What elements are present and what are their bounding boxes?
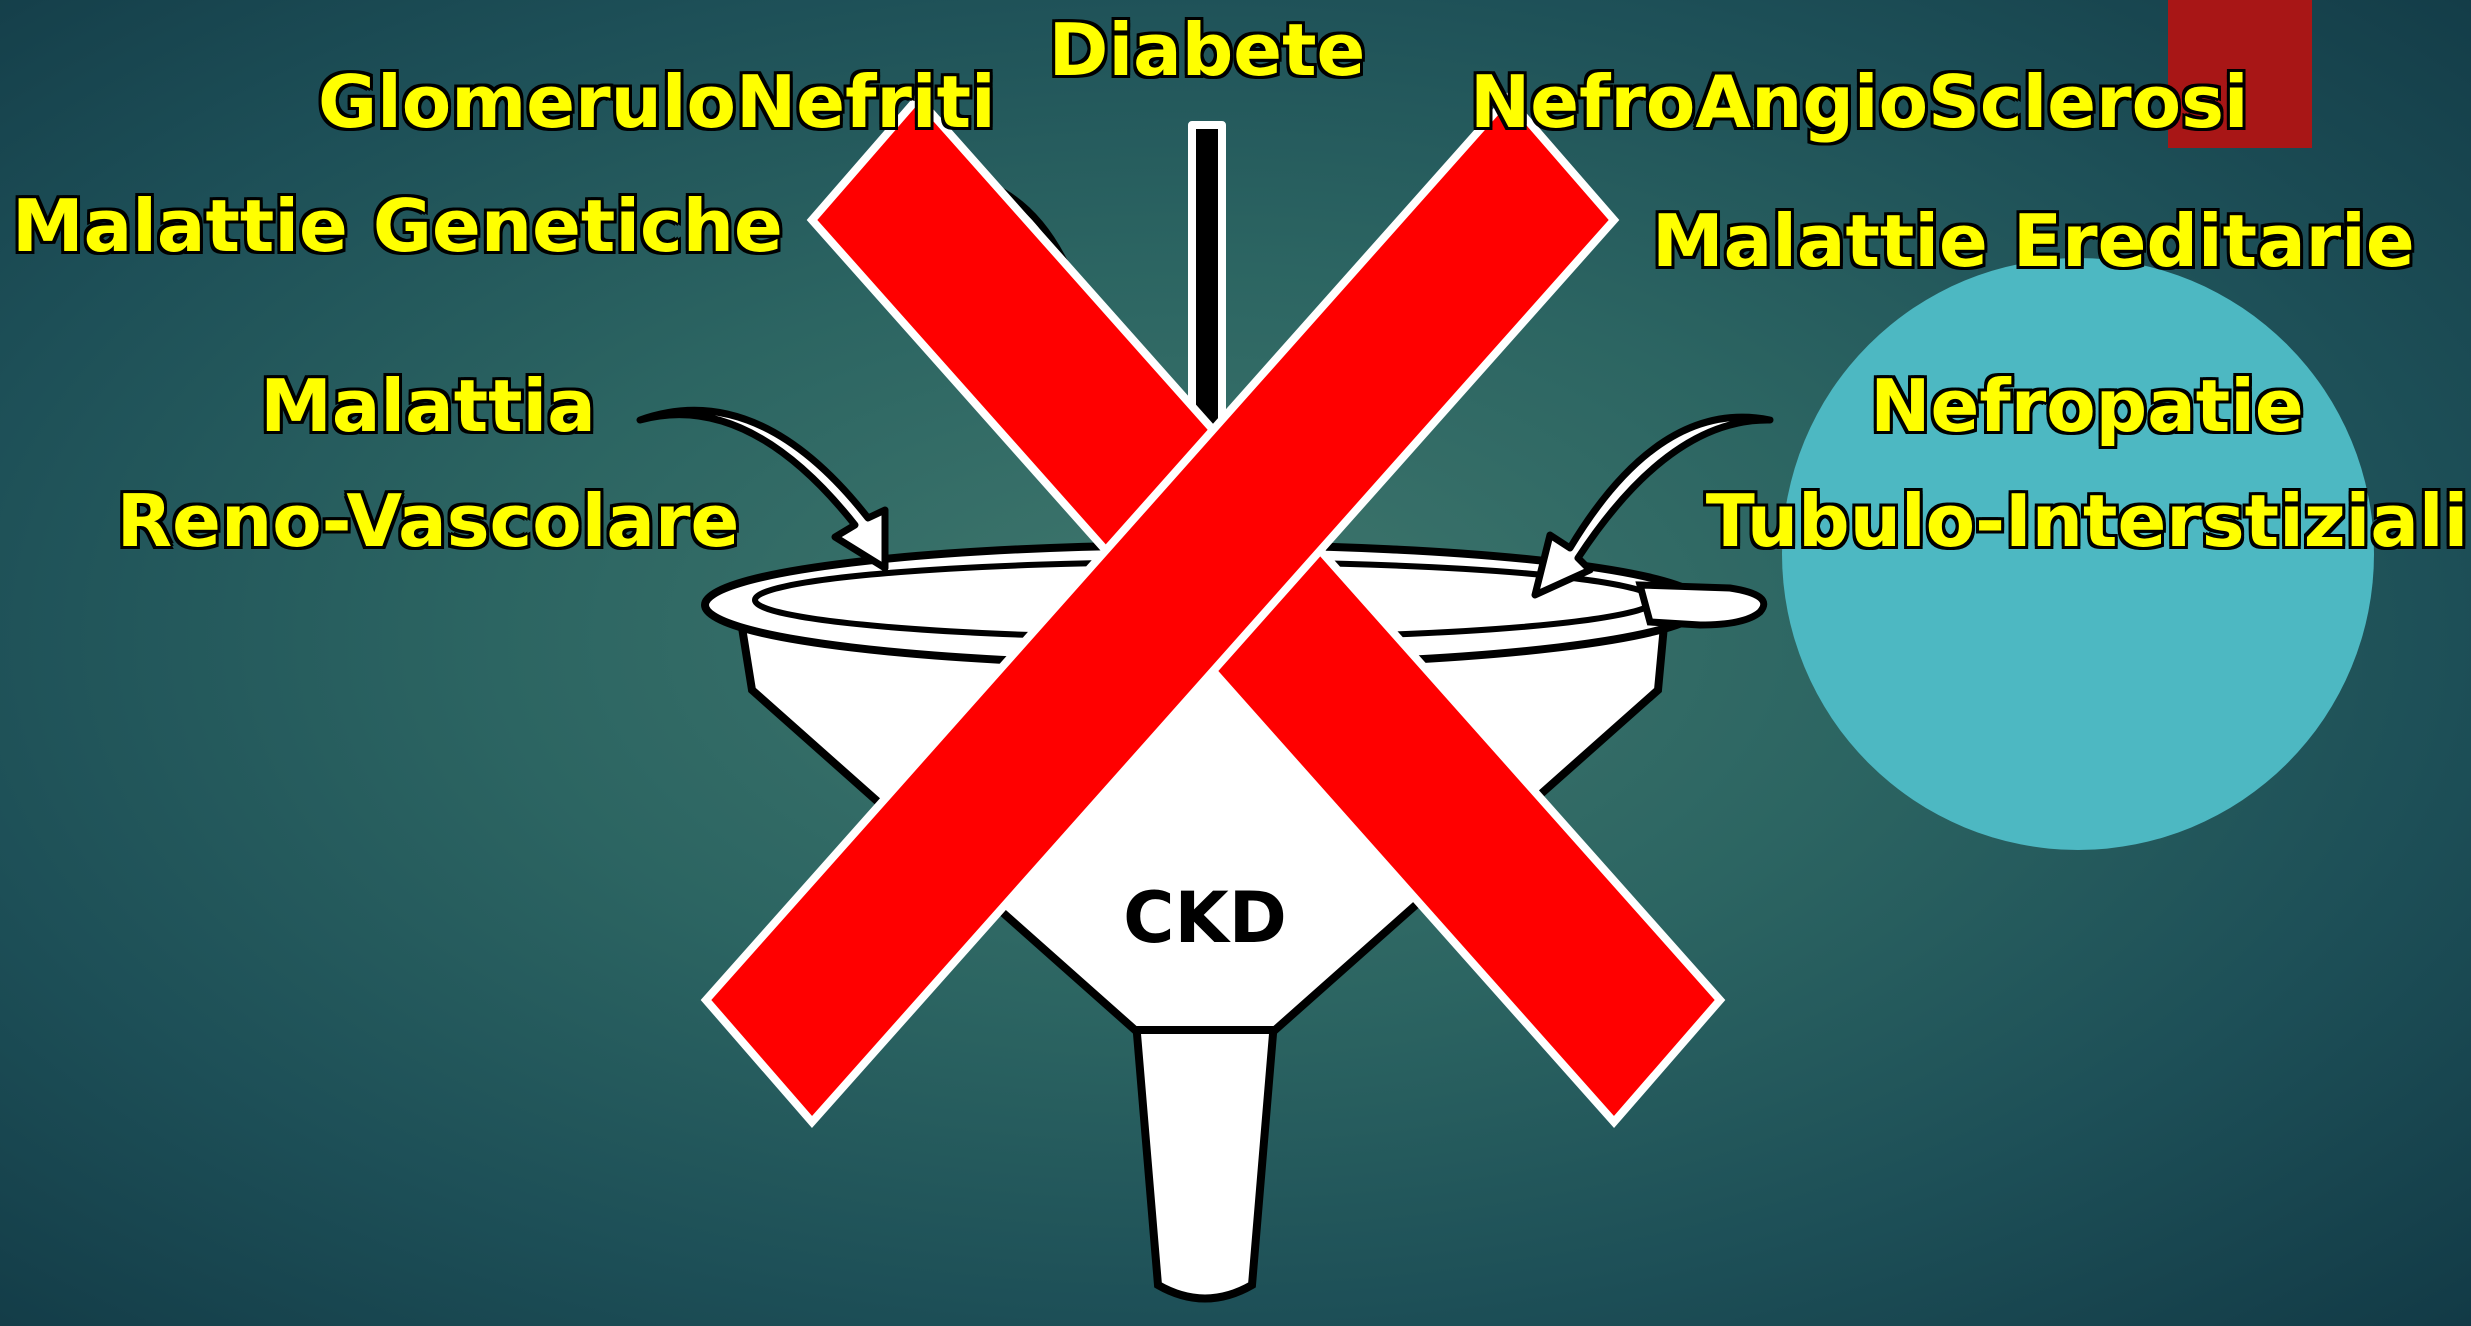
label-malattie-genetiche: Malattie Genetiche bbox=[12, 190, 783, 262]
label-glomerulonefriti: GlomeruloNefriti bbox=[318, 66, 996, 138]
funnel-label-ckd: CKD bbox=[1123, 877, 1287, 959]
label-tubulo-interstiziali: Tubulo-Interstiziali bbox=[1706, 485, 2469, 557]
label-reno-vascolare: Reno-Vascolare bbox=[117, 485, 740, 557]
label-malattia: Malattia bbox=[260, 370, 596, 442]
label-malattie-ereditarie: Malattie Ereditarie bbox=[1652, 205, 2415, 277]
label-nefroangiosclerosi: NefroAngioSclerosi bbox=[1470, 66, 2249, 138]
label-nefropatie: Nefropatie bbox=[1870, 370, 2303, 442]
label-diabete: Diabete bbox=[1049, 14, 1366, 86]
